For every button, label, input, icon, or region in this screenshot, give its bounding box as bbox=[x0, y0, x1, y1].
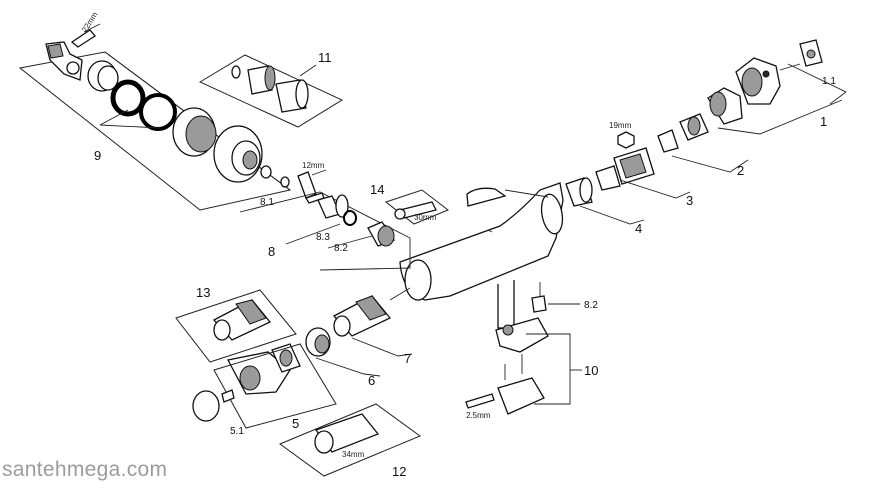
part-7-group: 7 bbox=[332, 287, 413, 366]
dim-22mm: 22mm bbox=[80, 10, 100, 34]
o-ring bbox=[139, 93, 177, 131]
label-7: 7 bbox=[404, 351, 411, 366]
part-13-group: 13 bbox=[175, 285, 297, 363]
dim-19mm: 19mm bbox=[609, 121, 632, 130]
label-13: 13 bbox=[196, 285, 210, 300]
label-4: 4 bbox=[635, 221, 642, 236]
part-5-group: 5 5.1 bbox=[192, 343, 337, 437]
label-8-2-lower: 8.2 bbox=[584, 300, 598, 311]
part-3-group: 3 19mm bbox=[595, 121, 693, 208]
watermark: santehmega.com bbox=[2, 458, 168, 481]
part-10-group: 10 2.5mm bbox=[465, 317, 598, 420]
allen-key-2-5mm-icon bbox=[465, 393, 495, 409]
hex-nut-19mm-icon bbox=[617, 131, 635, 149]
label-5-1: 5.1 bbox=[230, 426, 244, 437]
label-12: 12 bbox=[392, 464, 406, 479]
label-8-3: 8.3 bbox=[316, 232, 330, 243]
small-washer bbox=[280, 176, 290, 188]
part-14-group: 14 30mm bbox=[370, 182, 449, 225]
cap-disc bbox=[192, 390, 220, 422]
o-ring bbox=[110, 79, 146, 117]
part-1-group: 1 bbox=[707, 57, 843, 135]
part-9-group: 9 8.1 22mm bbox=[18, 10, 292, 211]
inlet-fitting bbox=[45, 41, 83, 81]
part-4-group: 4 bbox=[565, 177, 645, 236]
part-8-2-lower: 8.2 bbox=[531, 282, 598, 313]
threaded-sleeve bbox=[172, 107, 217, 157]
dim-2-5mm: 2.5mm bbox=[466, 411, 491, 420]
part-2-group: 2 bbox=[657, 113, 749, 178]
label-8: 8 bbox=[268, 244, 275, 259]
label-2: 2 bbox=[737, 163, 744, 178]
label-8-2: 8.2 bbox=[334, 243, 348, 254]
label-8-1: 8.1 bbox=[260, 197, 274, 208]
label-14: 14 bbox=[370, 182, 384, 197]
end-cap bbox=[213, 125, 263, 183]
part-1-1-group: 1.1 bbox=[779, 39, 847, 105]
label-11: 11 bbox=[318, 50, 332, 65]
dim-12mm: 12mm bbox=[302, 161, 325, 170]
label-1: 1 bbox=[820, 114, 827, 129]
label-10: 10 bbox=[584, 363, 598, 378]
label-5: 5 bbox=[292, 416, 299, 431]
connector-nut bbox=[87, 60, 119, 92]
label-1-1: 1.1 bbox=[822, 76, 836, 87]
wrench-22mm-icon bbox=[70, 23, 101, 48]
washer bbox=[260, 165, 272, 179]
part-11-group: 11 bbox=[198, 50, 344, 128]
label-6: 6 bbox=[368, 373, 375, 388]
part-6-group: 6 bbox=[305, 327, 381, 388]
dim-34mm: 34mm bbox=[342, 450, 365, 459]
dim-30mm: 30mm bbox=[414, 213, 437, 222]
part-8-group: 8 8.3 8.2 bbox=[239, 191, 411, 271]
label-9: 9 bbox=[94, 148, 101, 163]
part-12-group: 34mm 12 bbox=[278, 403, 422, 479]
label-3: 3 bbox=[686, 193, 693, 208]
mixer-body bbox=[399, 182, 564, 329]
